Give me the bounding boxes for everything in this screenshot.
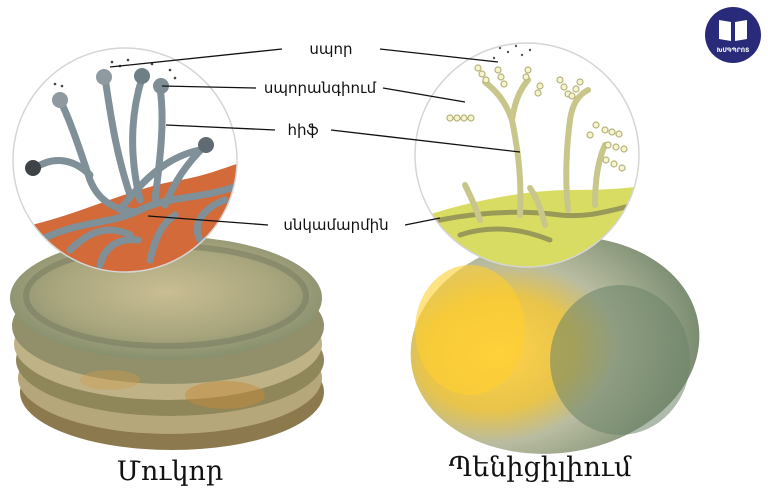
label-mycelium: սնկամարմին [283,216,388,234]
caption-mucor: Մուկոր [117,456,224,487]
publisher-badge: ԽՄԳՊՐՈՏ [705,7,761,63]
moldy-bread-illustration [10,236,324,450]
label-sporangium: սպորանգիում [264,79,377,97]
badge-circle [705,7,761,63]
label-hypha: հիֆ [287,121,318,139]
badge-text: ԽՄԳՊՐՈՏ [717,47,750,54]
caption-penicillium: Պենիցիլիում [449,452,632,483]
labels: սպոր սպորանգիում հիֆ սնկամարմին [264,40,389,234]
label-spore: սպոր [309,40,352,58]
